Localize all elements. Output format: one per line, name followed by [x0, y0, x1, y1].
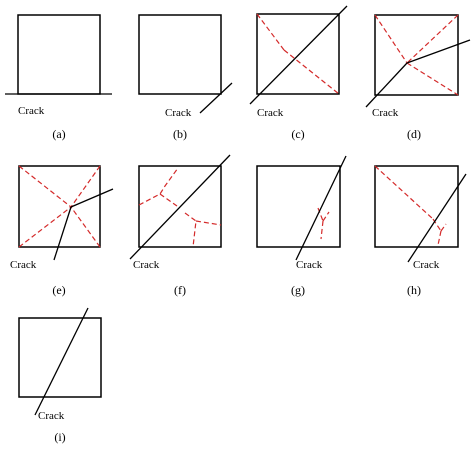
panel-caption: (f) [174, 283, 186, 297]
crack-line [199, 82, 233, 114]
panel-caption: (h) [407, 283, 421, 297]
split-line [374, 165, 434, 220]
crack-label: Crack [413, 259, 440, 271]
specimen-square [256, 165, 341, 248]
split-line [283, 49, 340, 95]
specimen-square [17, 14, 101, 95]
crack-line [53, 206, 72, 261]
panel-c: Crack (c) [249, 5, 348, 141]
specimen-square [374, 14, 459, 96]
crack-line [34, 307, 89, 416]
split-line [159, 193, 178, 207]
specimen-square [256, 13, 340, 95]
split-line [406, 14, 459, 64]
split-line [256, 13, 285, 51]
split-line [18, 165, 72, 208]
split-line [437, 230, 442, 246]
crack-label: Crack [133, 259, 160, 271]
panel-caption: (d) [407, 127, 421, 141]
split-line [440, 223, 447, 232]
panel-caption: (g) [291, 283, 305, 297]
split-line [195, 220, 222, 226]
crack-line [249, 5, 348, 105]
specimen-square [138, 14, 222, 95]
panel-h: Crack (h) [374, 165, 467, 297]
panel-a: Crack (a) [5, 14, 112, 141]
split-line [320, 220, 324, 240]
split-line [406, 62, 459, 96]
crack-line [129, 154, 231, 260]
crack-label: Crack [18, 105, 45, 117]
specimen-square [18, 165, 101, 248]
split-line [317, 207, 324, 222]
specimen-square [18, 317, 102, 398]
panel-i: Crack (i) [18, 307, 102, 444]
crack-line [407, 173, 467, 263]
panel-d: Crack (d) [365, 14, 471, 141]
crack-label: Crack [38, 410, 65, 422]
panel-caption: (i) [54, 430, 65, 444]
crack-line [295, 155, 347, 261]
panel-f: Crack (f) [129, 154, 231, 297]
split-line [432, 218, 442, 232]
split-line [138, 167, 179, 206]
crack-label: Crack [165, 107, 192, 119]
panel-caption: (a) [52, 127, 65, 141]
crack-label: Crack [257, 107, 284, 119]
split-line [184, 212, 197, 248]
panel-e: Crack (e) [10, 165, 114, 297]
split-line [70, 206, 101, 248]
crack-label: Crack [296, 259, 323, 271]
split-line [374, 14, 408, 64]
panel-g: Crack (g) [256, 155, 347, 297]
crack-label: Crack [372, 107, 399, 119]
panel-caption: (e) [52, 283, 65, 297]
split-line [322, 211, 330, 222]
panel-b: Crack (b) [138, 14, 233, 141]
panel-caption: (c) [291, 127, 304, 141]
split-line [18, 206, 72, 248]
specimen-square [138, 165, 222, 248]
crack-label: Crack [10, 259, 37, 271]
crack-line [70, 188, 114, 208]
crack-line [406, 39, 471, 64]
specimen-square [374, 165, 459, 248]
crack-line [365, 62, 408, 108]
panel-caption: (b) [173, 127, 187, 141]
split-line [70, 165, 101, 208]
